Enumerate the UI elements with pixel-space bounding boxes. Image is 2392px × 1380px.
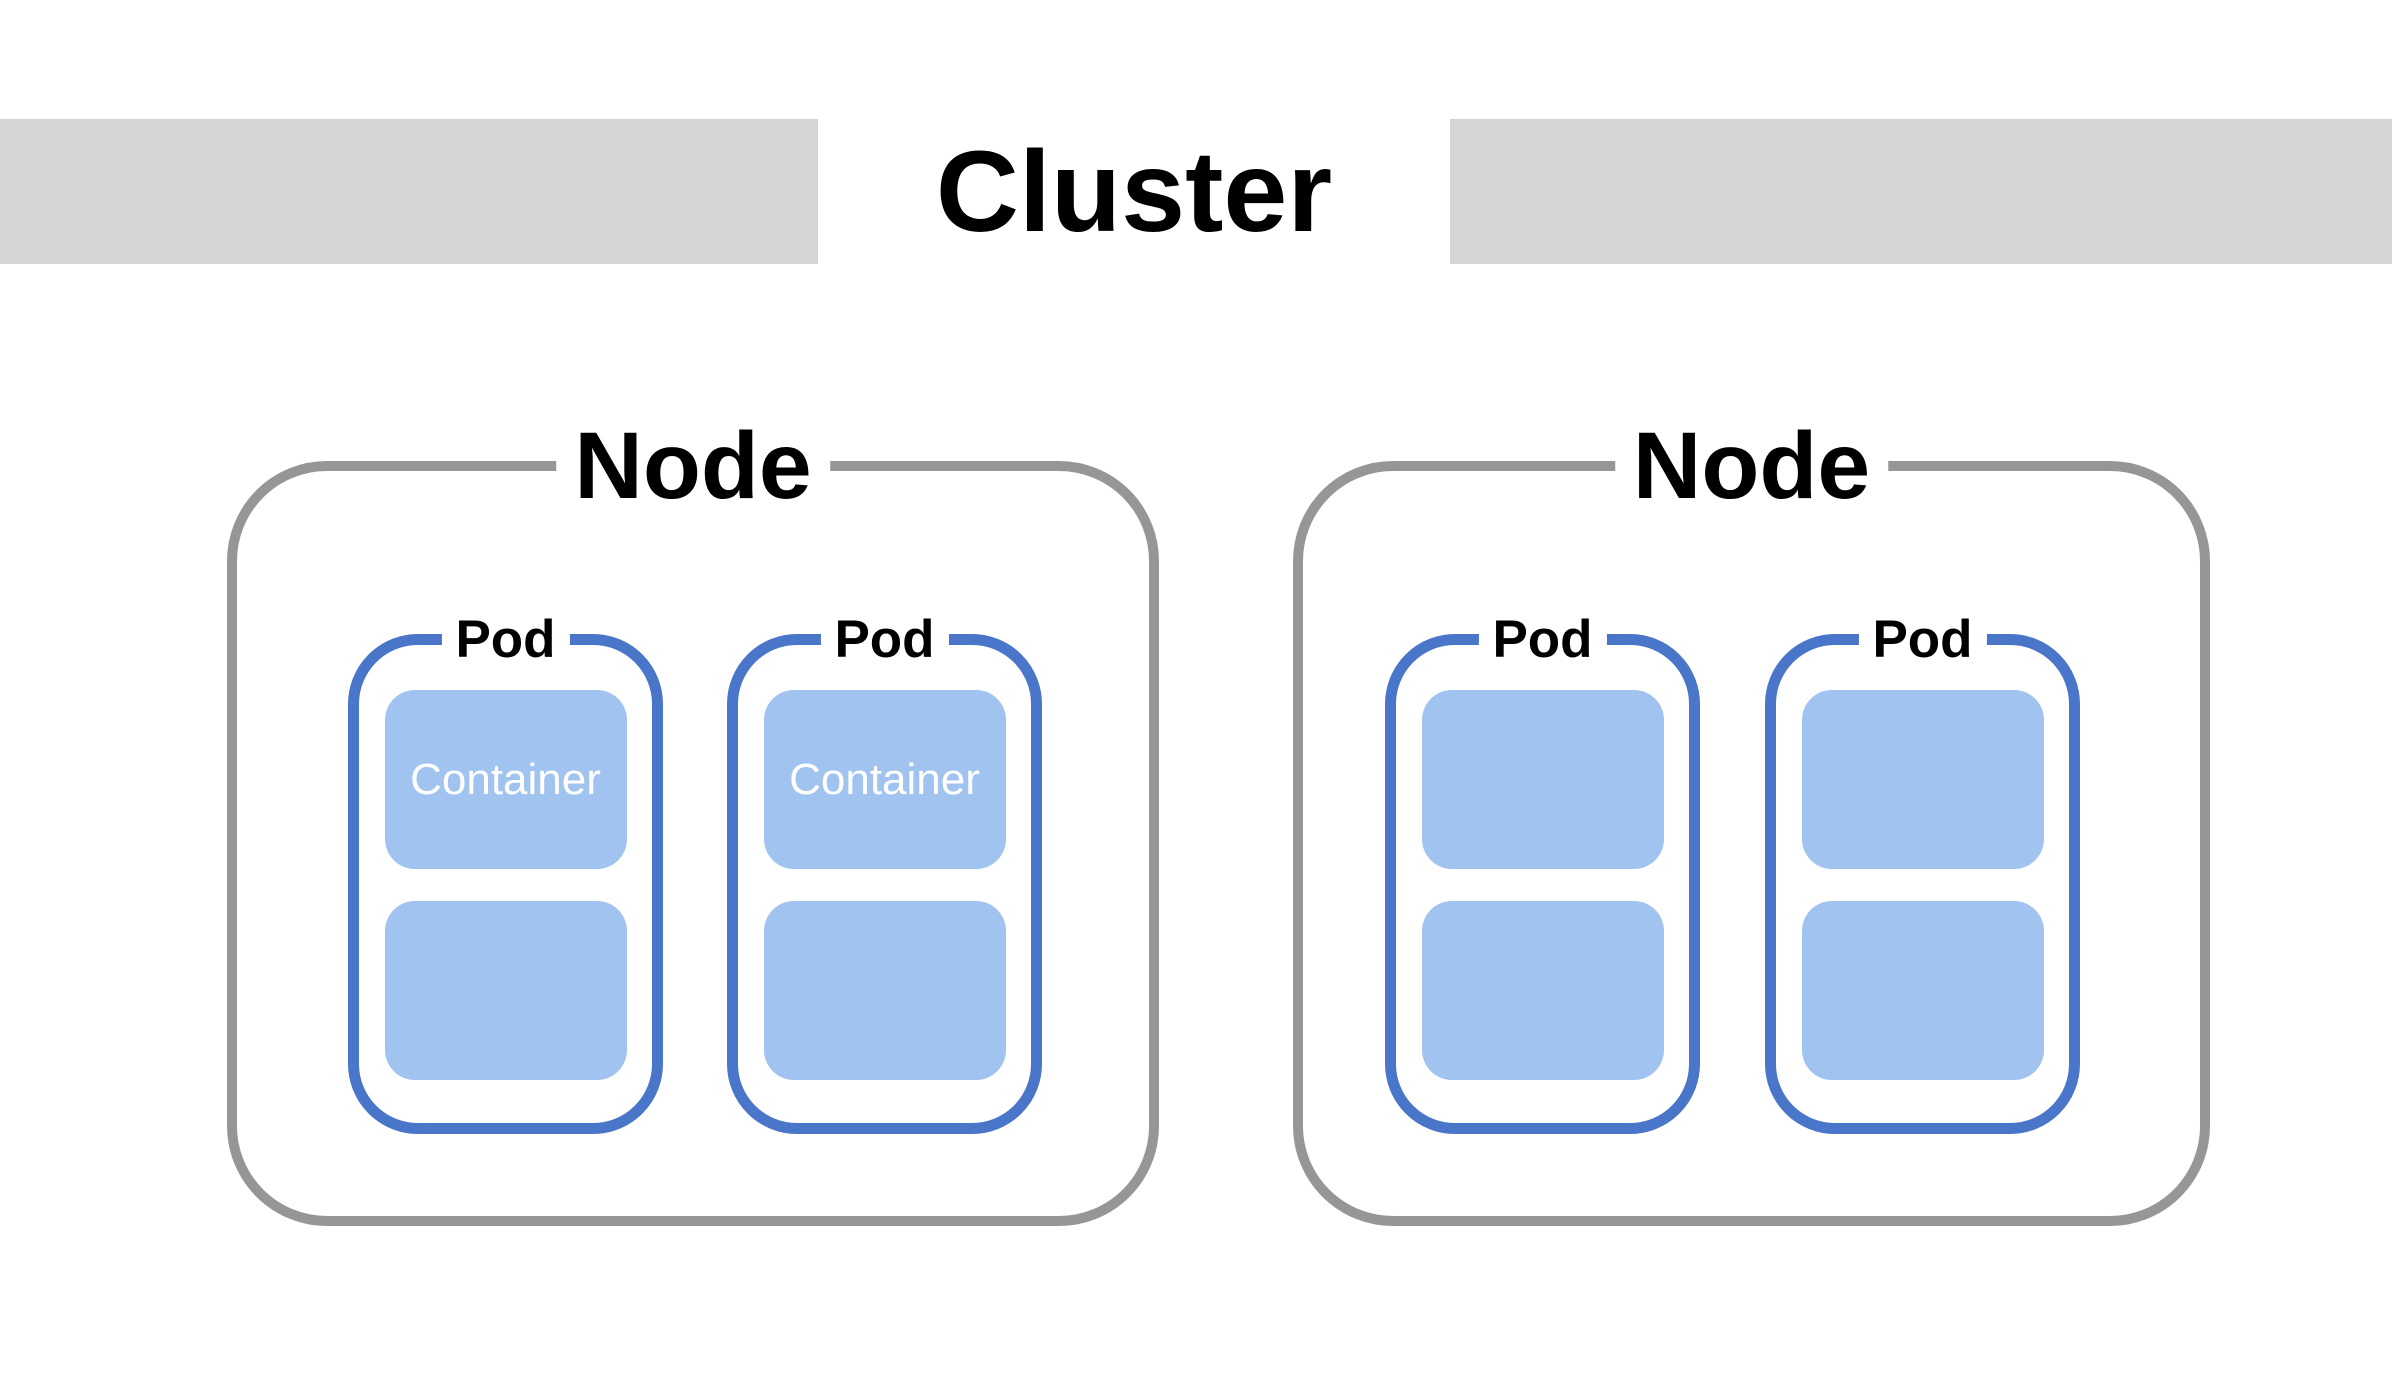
container-box — [384, 901, 627, 1080]
pod-label: Pod — [1478, 608, 1607, 672]
title-band-right-segment — [1450, 119, 2392, 264]
pod-box: Pod — [1765, 608, 2080, 1134]
node-box-1: Node Pod Container Pod Container — [227, 409, 1159, 1226]
node-label: Node — [556, 409, 830, 523]
node-label: Node — [1614, 409, 1889, 523]
container-box — [1421, 901, 1664, 1080]
title-band-left-segment — [0, 119, 818, 264]
container-box — [1801, 901, 2044, 1080]
pod-box: Pod — [1385, 608, 1700, 1134]
pod-label: Pod — [820, 608, 949, 672]
cluster-title: Cluster — [935, 127, 1333, 256]
container-box — [1421, 690, 1664, 869]
pod-box: Pod Container — [727, 608, 1042, 1134]
node-box-2: Node Pod Pod — [1293, 409, 2210, 1226]
container-box: Container — [763, 690, 1006, 869]
pod-label: Pod — [1858, 608, 1987, 672]
container-box — [1801, 690, 2044, 869]
pod-label: Pod — [441, 608, 570, 672]
container-box: Container — [384, 690, 627, 869]
container-box — [763, 901, 1006, 1080]
container-label: Container — [410, 754, 601, 804]
container-label: Container — [789, 754, 980, 804]
pod-box: Pod Container — [348, 608, 663, 1134]
